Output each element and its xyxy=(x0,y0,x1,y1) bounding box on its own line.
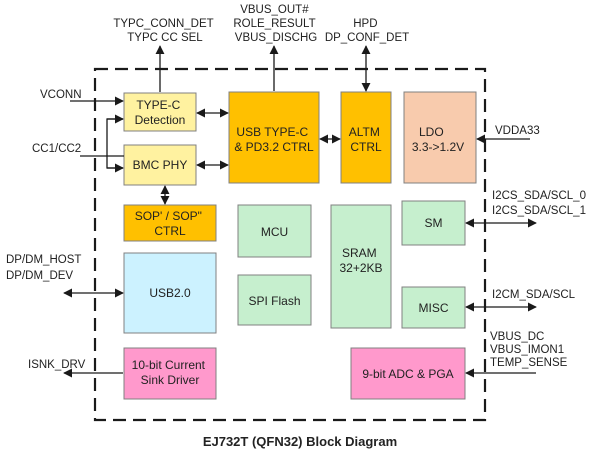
adc-pga-box xyxy=(350,347,466,400)
ldo-block: LDO 3.3->1.2V xyxy=(403,91,477,184)
isnk-signal: ISNK_DRV xyxy=(28,359,86,371)
usb2-box xyxy=(123,252,217,334)
typec-detection-label: TYPE-C Detection xyxy=(135,98,186,127)
vbus-right-signals: VBUS_DC VBUS_IMON1 TEMP_SENSE xyxy=(490,331,568,369)
mcu-block: MCU xyxy=(237,204,312,258)
sm-label: SM xyxy=(425,216,443,230)
sop-ctrl-box xyxy=(123,204,217,242)
cc-bracket xyxy=(106,118,123,169)
dpdm-signals: DP/DM_HOST DP/DM_DEV xyxy=(6,254,84,282)
usb2-label: USB2.0 xyxy=(149,286,191,300)
current-sink-driver-box xyxy=(123,347,217,400)
typec-top-signals: TYPC_CONN_DET TYPC CC SEL xyxy=(113,18,216,44)
usb-typec-pd-ctrl-box xyxy=(228,91,320,184)
cc-signal: CC1/CC2 xyxy=(32,143,81,155)
bmc-phy-box xyxy=(123,144,197,186)
sop-ctrl-block: SOP' / SOP" CTRL xyxy=(123,204,217,242)
i2cs-signals: I2CS_SDA/SCL_0 I2CS_SDA/SCL_1 xyxy=(492,190,589,217)
sram-block: SRAM 32+2KB xyxy=(330,204,392,329)
sm-box xyxy=(401,200,466,246)
diagram-caption: EJ732T (QFN32) Block Diagram xyxy=(203,434,397,449)
current-sink-driver-label: 10-bit Current Sink Driver xyxy=(132,358,209,387)
adc-pga-block: 9-bit ADC & PGA xyxy=(350,347,466,400)
sm-block: SM xyxy=(401,200,466,246)
typec-detection-block: TYPE-C Detection xyxy=(123,92,197,132)
misc-label: MISC xyxy=(419,301,449,315)
spi-flash-label: SPI Flash xyxy=(248,294,300,308)
altm-ctrl-box xyxy=(340,91,392,184)
bmc-phy-block: BMC PHY xyxy=(123,144,197,186)
vconn-signal: VCONN xyxy=(40,89,82,101)
usb2-block: USB2.0 xyxy=(123,252,217,334)
ldo-label: LDO 3.3->1.2V xyxy=(412,125,464,154)
i2cm-signal: I2CM_SDA/SCL xyxy=(492,289,576,301)
altm-ctrl-block: ALTM CTRL xyxy=(340,91,392,184)
sram-label: SRAM 32+2KB xyxy=(339,246,382,275)
altm-ctrl-label: ALTM CTRL xyxy=(349,125,383,154)
chip-boundary xyxy=(93,67,487,422)
typec-detection-box xyxy=(123,92,197,132)
misc-box xyxy=(401,286,466,329)
mcu-label: MCU xyxy=(261,225,288,239)
current-sink-driver-block: 10-bit Current Sink Driver xyxy=(123,347,217,400)
vdda-signal: VDDA33 xyxy=(495,125,540,137)
vbus-top-signals: VBUS_OUT# ROLE_RESULT VBUS_DISCHG xyxy=(233,4,318,44)
hpd-top-signals: HPD DP_CONF_DET xyxy=(325,18,409,44)
misc-block: MISC xyxy=(401,286,466,329)
spi-flash-block: SPI Flash xyxy=(237,274,312,326)
ldo-box xyxy=(403,91,477,184)
spi-flash-box xyxy=(237,274,312,326)
adc-pga-label: 9-bit ADC & PGA xyxy=(362,367,453,381)
mcu-box xyxy=(237,204,312,258)
sram-box xyxy=(330,204,392,329)
usb-typec-pd-ctrl-block: USB TYPE-C & PD3.2 CTRL xyxy=(228,91,320,184)
sop-ctrl-label: SOP' / SOP" CTRL xyxy=(135,209,206,238)
usb-typec-pd-ctrl-label: USB TYPE-C & PD3.2 CTRL xyxy=(234,125,314,154)
bmc-phy-label: BMC PHY xyxy=(133,158,188,172)
